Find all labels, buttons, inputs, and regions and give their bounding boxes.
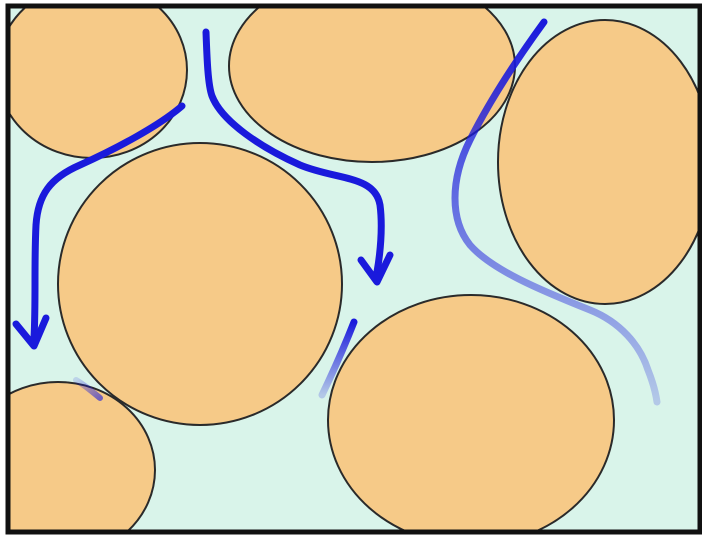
grain-bottom-center (328, 295, 614, 537)
grain-center (58, 143, 342, 425)
grain-right (498, 20, 702, 304)
